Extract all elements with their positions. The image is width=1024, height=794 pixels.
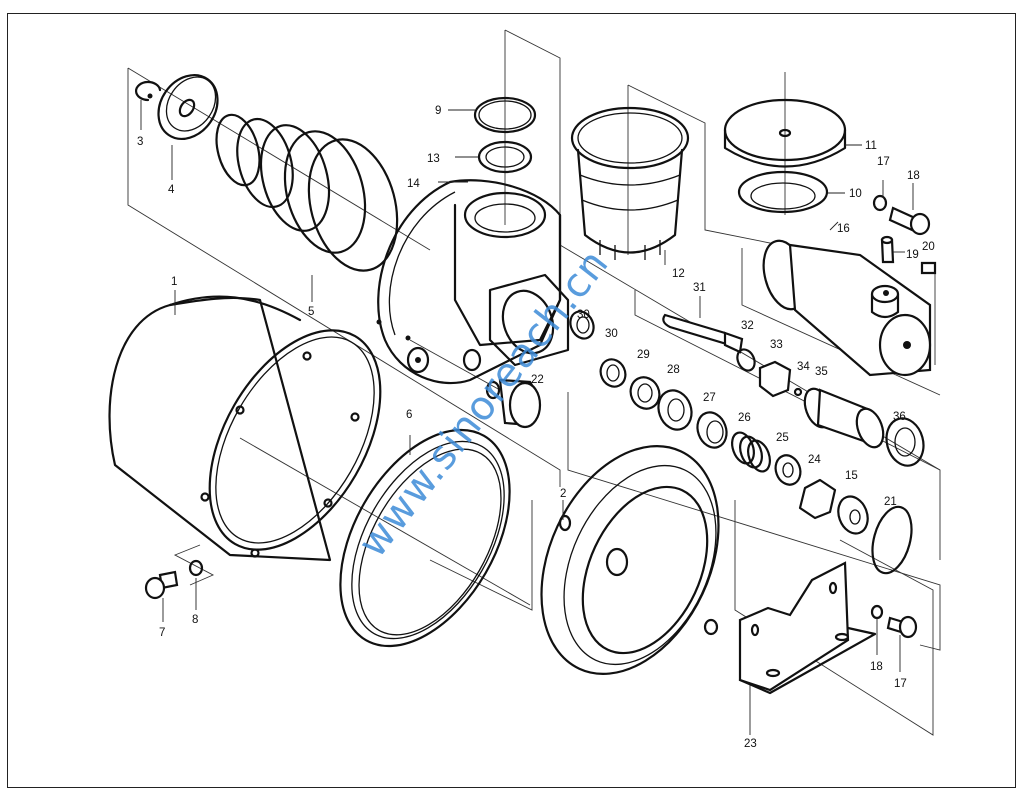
callout-26: 26	[738, 412, 751, 424]
part-24-plate	[798, 478, 837, 520]
callout-12: 12	[672, 268, 685, 280]
part-28-bearing	[657, 389, 693, 431]
part-33-nut	[758, 360, 792, 398]
part-13-seal	[477, 140, 533, 174]
part-12-filter-cup	[570, 106, 690, 260]
callout-30-a: 30	[577, 309, 590, 321]
callout-18-top: 18	[907, 170, 920, 182]
part-27-seat	[696, 411, 728, 449]
callout-3: 3	[137, 136, 143, 148]
callout-32: 32	[741, 320, 754, 332]
callout-1: 1	[171, 276, 177, 288]
part-18-bolt-top	[888, 206, 931, 236]
part-1-cylindrical-cover	[108, 295, 382, 562]
part-4-spring-seat	[157, 74, 219, 140]
part-15-washer	[837, 495, 869, 535]
callout-labels: 1 2 3 4 5 6 7 8 9 10 11 12 13 14 15 16 1…	[137, 105, 935, 750]
part-25-washer	[774, 454, 802, 486]
callout-20: 20	[922, 241, 935, 253]
callout-2: 2	[560, 488, 566, 500]
callout-14: 14	[407, 178, 420, 190]
part-10-gasket	[737, 170, 829, 214]
guide-line-plug	[409, 339, 501, 391]
callout-17-top: 17	[877, 156, 890, 168]
callout-28: 28	[667, 364, 680, 376]
guide-line-bracket	[734, 500, 934, 736]
callout-34: 34	[797, 361, 810, 373]
part-23-bracket	[738, 561, 877, 695]
part-34-o-ring	[793, 387, 803, 397]
part-30-seal-a	[569, 310, 595, 340]
guide-line-end-housing	[429, 500, 533, 611]
callout-5: 5	[308, 306, 314, 318]
part-14-housing	[376, 179, 570, 385]
part-20-switch	[920, 261, 937, 275]
callout-16: 16	[837, 223, 850, 235]
part-26-spring	[731, 431, 771, 473]
callout-29: 29	[637, 349, 650, 361]
callout-36: 36	[893, 411, 906, 423]
callout-15: 15	[845, 470, 858, 482]
part-22-plug	[485, 378, 542, 429]
part-3-circlip	[134, 80, 162, 102]
guide-line-bolt	[173, 544, 215, 586]
callout-17-bottom: 17	[894, 678, 907, 690]
guide-line-left-spring	[127, 68, 561, 487]
guide-line-spring-axis	[127, 67, 431, 251]
callout-30-b: 30	[605, 328, 618, 340]
callout-35: 35	[815, 366, 828, 378]
guide-line-filter	[627, 84, 781, 246]
callout-18-bottom: 18	[870, 661, 883, 673]
part-19-grease-nipple	[880, 235, 895, 264]
part-2-end-housing	[540, 445, 720, 675]
callout-33: 33	[770, 339, 783, 351]
callout-9: 9	[435, 105, 441, 117]
callout-4: 4	[168, 184, 175, 196]
callout-21: 21	[884, 496, 897, 508]
part-7-bolt	[144, 570, 179, 600]
part-17-washer-top	[872, 194, 888, 212]
part-16-cylinder	[762, 239, 932, 377]
callout-13: 13	[427, 153, 440, 165]
callout-19: 19	[906, 249, 919, 261]
part-8-washer	[188, 559, 204, 577]
part-30-seal-b	[599, 358, 627, 388]
callout-7: 7	[159, 627, 165, 639]
callout-11: 11	[865, 140, 877, 152]
callout-10: 10	[849, 188, 862, 200]
callout-22: 22	[531, 374, 544, 386]
part-11-cap	[723, 98, 847, 168]
callout-31: 31	[693, 282, 706, 294]
part-21-o-ring	[871, 505, 913, 575]
part-29-washer	[629, 376, 661, 410]
part-17-bolt-bottom	[886, 615, 918, 639]
guide-line-lower	[567, 392, 941, 651]
part-31-shaft	[662, 313, 744, 354]
callout-25: 25	[776, 432, 789, 444]
part-35-piston	[803, 387, 885, 449]
part-36-bearing	[885, 417, 925, 467]
part-5-conical-spring	[215, 113, 399, 272]
part-9-o-ring	[473, 96, 537, 134]
part-18-washer-bottom	[870, 604, 884, 620]
part-32-o-ring	[736, 348, 756, 372]
callout-6: 6	[406, 409, 412, 421]
diagram-frame	[7, 13, 1016, 788]
part-6-seal-ring	[339, 428, 511, 648]
callout-23: 23	[744, 738, 757, 750]
callout-24: 24	[808, 454, 821, 466]
guide-line-cover-axis	[239, 437, 531, 606]
callout-27: 27	[703, 392, 716, 404]
callout-8: 8	[192, 614, 198, 626]
leader-lines	[140, 100, 914, 735]
